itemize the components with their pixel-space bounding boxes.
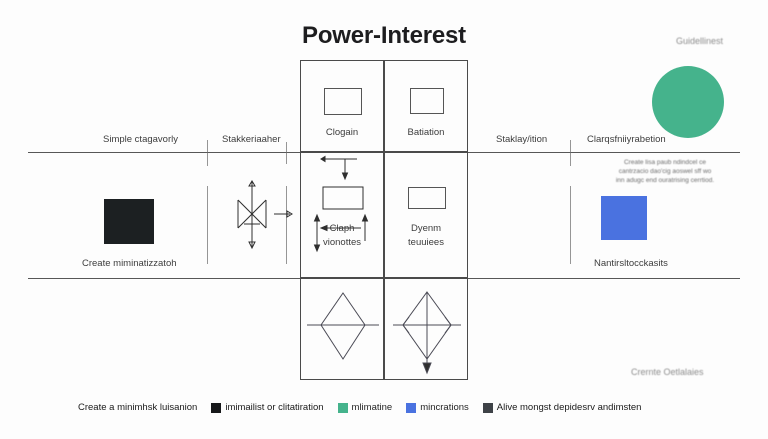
legend-label-3: mincrations: [420, 402, 469, 413]
legend-item-0: Create a minimhsk luisanion: [78, 402, 197, 413]
side-paragraph-line-3: inn adugc end ouratrising cerrtiod.: [615, 177, 715, 184]
legend-label-2: mlimatine: [351, 402, 393, 413]
guidelines-label: Guidellinest: [676, 36, 724, 46]
legend-swatch-4: [482, 402, 493, 413]
legend-item-3: mincrations: [406, 402, 469, 413]
grid-cell-5: [384, 278, 468, 380]
legend-swatch-2: [337, 402, 348, 413]
legend-label-0: Create a minimhsk luisanion: [78, 402, 198, 413]
grid-cell-label-3-line1: Dyenm: [410, 223, 442, 234]
row-label-top-2: Staklay/ition: [496, 134, 548, 145]
legend-swatch-1: [211, 402, 222, 413]
tick-separator-3: [570, 140, 571, 166]
grid-cell-1: Batiation: [384, 60, 468, 152]
grid-cell-label-0: Clogain: [325, 127, 359, 138]
central-grid: Clogain Batiation: [300, 60, 468, 380]
legend-item-4: Alive mongst depidesrv andimsten: [482, 402, 642, 413]
shape-rectangle-1: [410, 88, 444, 114]
blue-square-marker: [601, 196, 647, 240]
side-paragraph-line-1: Create lisa paub ndindcel ce: [623, 159, 707, 166]
legend-item-2: mlimatine: [337, 402, 393, 413]
bowtie-valve-symbol: [237, 180, 293, 250]
shape-dimensioned-rectangle-2: [313, 155, 369, 253]
tick-separator-2: [286, 142, 287, 164]
page-title: Power-Interest: [302, 22, 466, 49]
legend-swatch-3: [406, 402, 417, 413]
row-label-top-3: Clarqsfniiyrabetion: [587, 134, 666, 145]
tick-separator-5: [286, 186, 287, 264]
tick-separator-1: [207, 140, 208, 166]
legend-label-1: imimailist or clitatiration: [225, 402, 324, 413]
grid-cell-4: [300, 278, 384, 380]
side-paragraph-line-2: cantrzacio dao'cig aoswel sff wo: [618, 168, 712, 175]
side-paragraph: Create lisa paub ndindcel ce cantrzacio …: [582, 158, 748, 185]
grid-cell-0: Clogain: [300, 60, 384, 152]
tick-separator-4: [207, 186, 208, 264]
row-label-top-0: Simple ctagavorly: [103, 134, 178, 145]
row-label-middle-0: Create miminatizzatoh: [82, 258, 177, 269]
legend-item-1: imimailist or clitatiration: [211, 402, 324, 413]
shape-diamond-arrow-5: [393, 291, 461, 375]
grid-cell-label-1: Batiation: [407, 127, 445, 138]
row-label-middle-1: Nantirsltocckasits: [594, 258, 668, 269]
legend-label-4: Alive mongst depidesrv andimsten: [496, 402, 642, 413]
shape-rectangle-3: [408, 187, 446, 209]
black-filled-square: [104, 199, 154, 244]
details-label: Crernte Oetlalaies: [631, 367, 704, 377]
grid-cell-label-3-line2: teuuiees: [408, 237, 444, 248]
grid-cell-2: Claph vionottes: [300, 152, 384, 278]
shape-diamond-4: [307, 292, 379, 360]
grid-cell-label-2-line1: Claph: [329, 223, 355, 234]
green-circle-marker: [652, 66, 724, 138]
legend: Create a minimhsk luisanion imimailist o…: [78, 402, 641, 413]
tick-separator-6: [570, 186, 571, 264]
shape-rectangle-0: [324, 88, 362, 115]
row-label-top-1: Stakkeriaaher: [222, 134, 281, 145]
grid-cell-label-2-line2: vionottes: [322, 237, 362, 248]
grid-cell-3: Dyenm teuuiees: [384, 152, 468, 278]
